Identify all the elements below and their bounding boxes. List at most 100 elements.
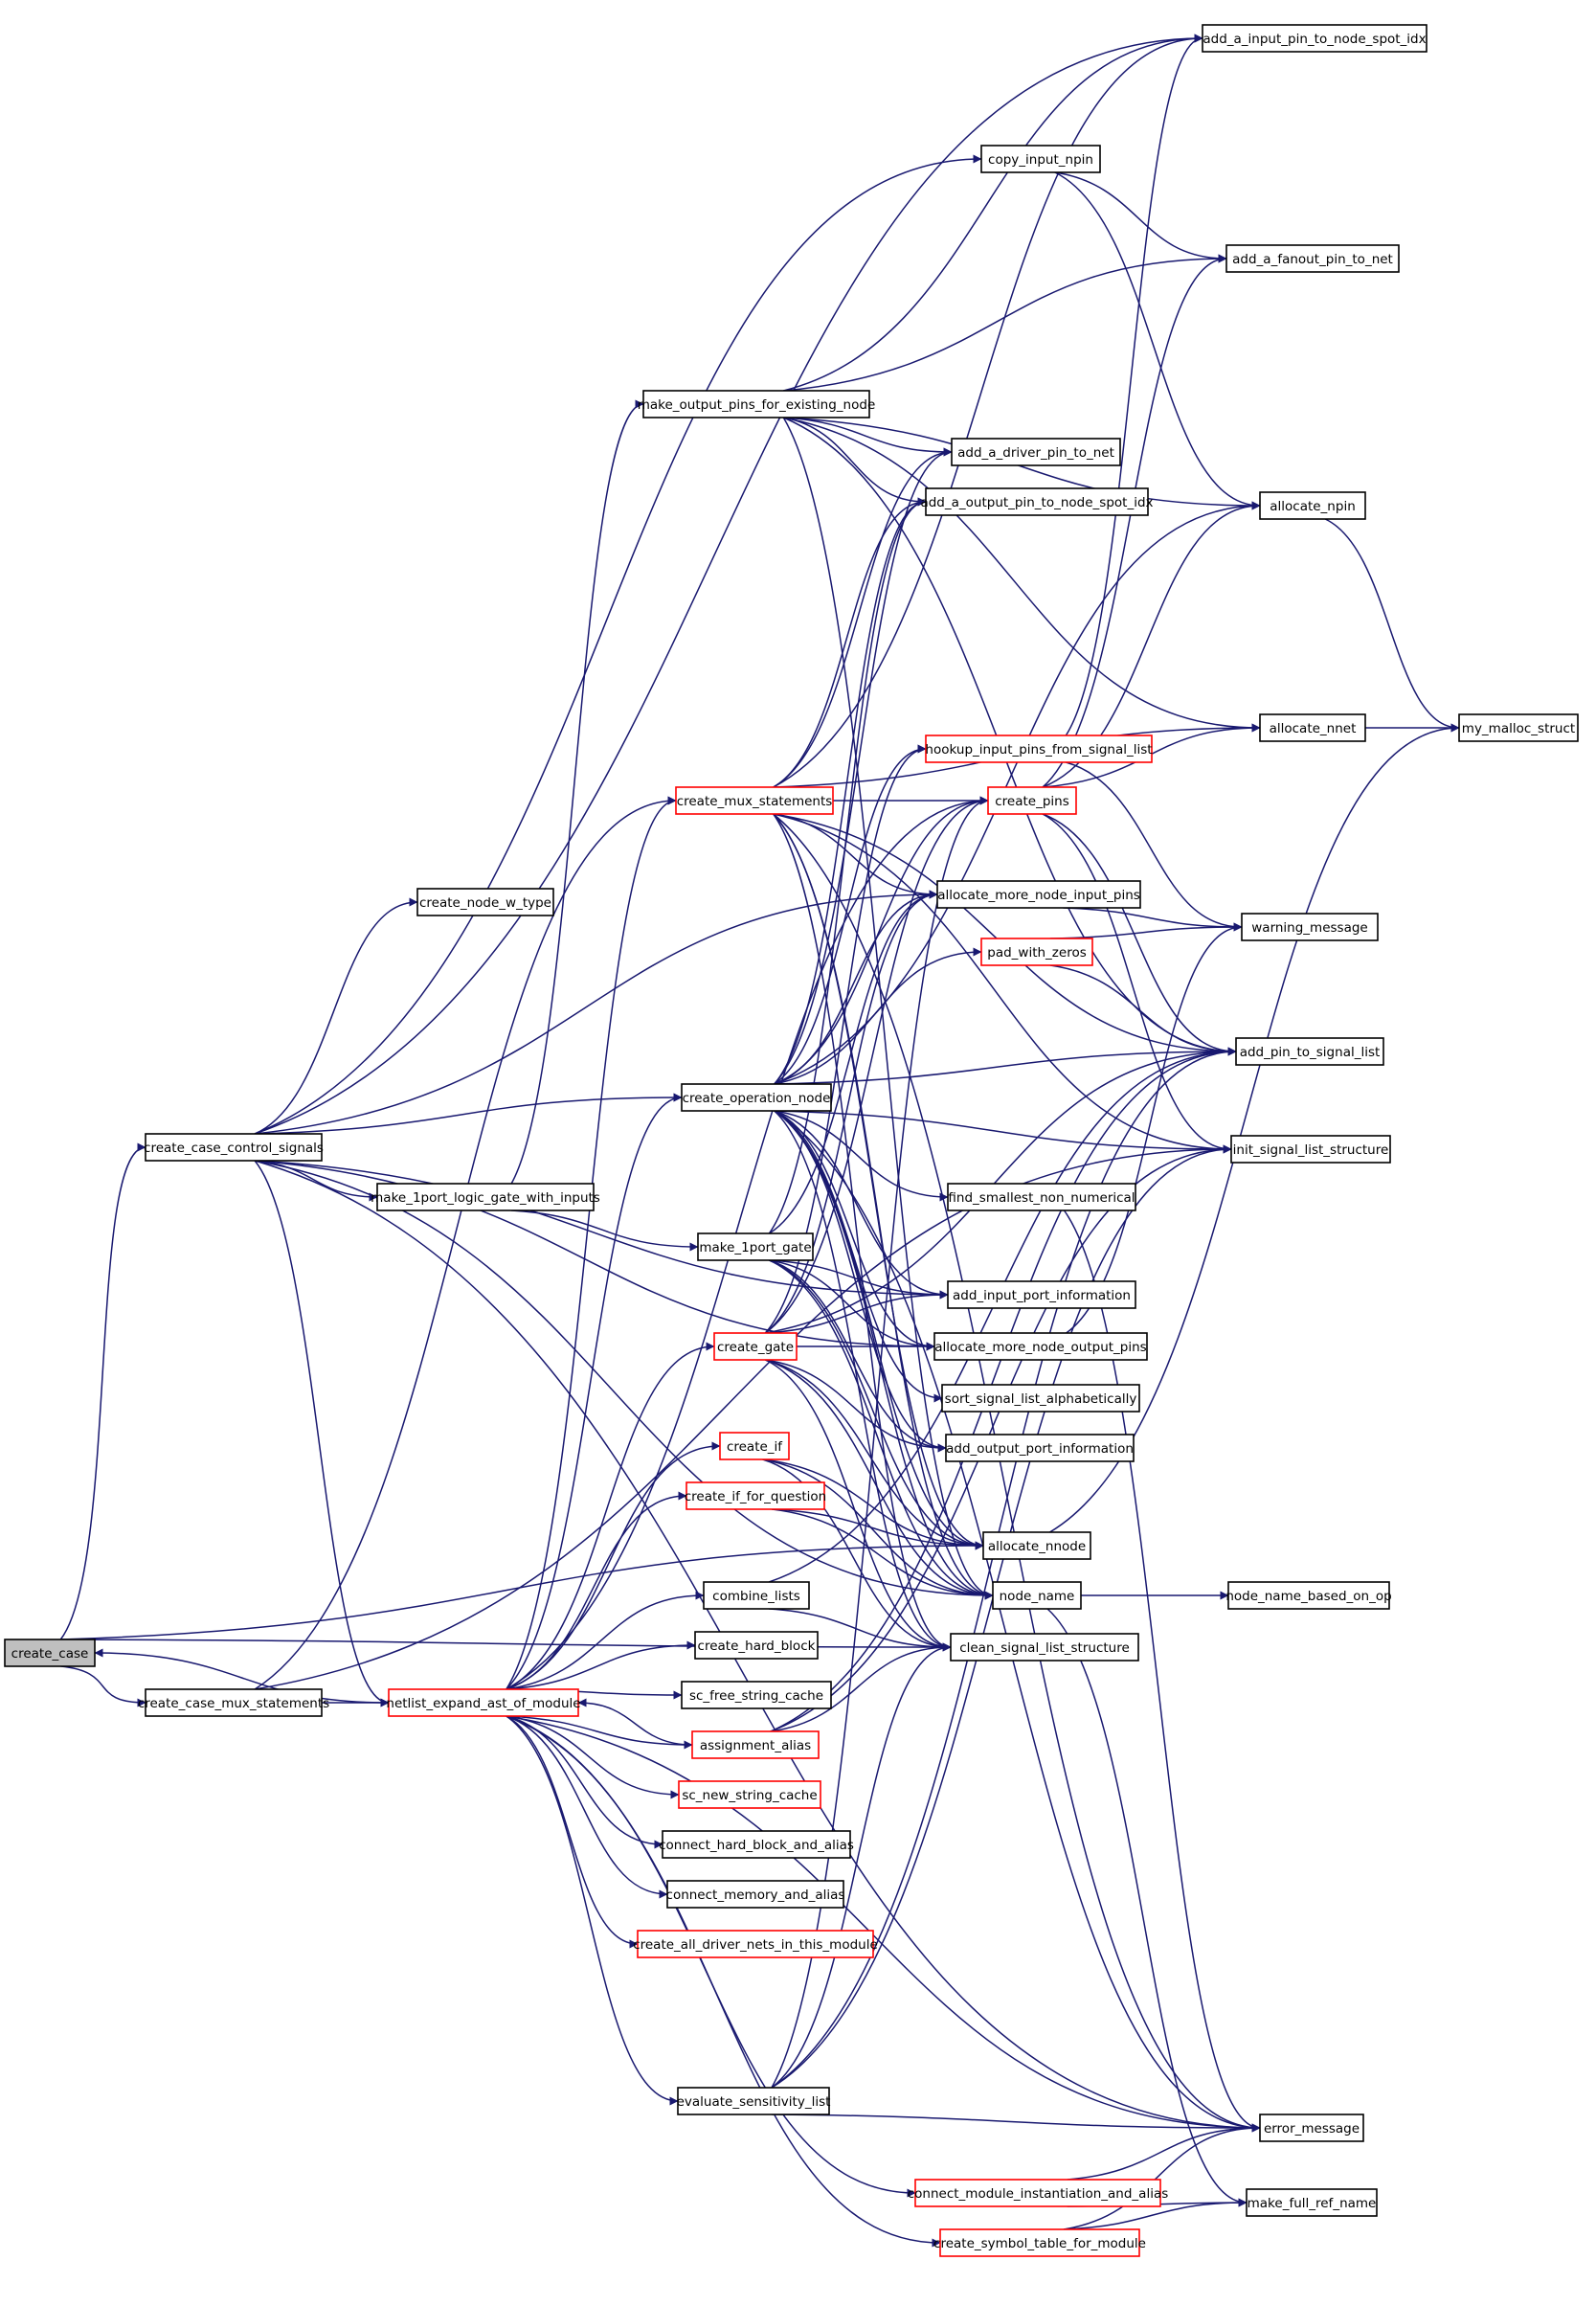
- node-connect-module-instantiation-and-alias[interactable]: connect_module_instantiation_and_alias: [908, 2179, 1169, 2207]
- edge-netlist-expand-ast-of-module-to-combine-lists: [506, 1591, 705, 1690]
- node-box: [416, 888, 554, 916]
- edge-create-case-control-signals-to-allocate-more-node-output-pins: [255, 1160, 935, 1351]
- edge-make-1port-gate-to-add-output-port-information: [769, 1259, 947, 1453]
- node-box: [376, 1183, 595, 1211]
- edge-create-if-to-allocate-nnode: [762, 1458, 984, 1550]
- node-box: [1259, 491, 1366, 520]
- node-create-case-control-signals[interactable]: create_case_control_signals: [144, 1133, 324, 1162]
- edge-make-1port-logic-gate-with-inputs-to-make-output-pins-for-existing-node: [510, 399, 644, 1185]
- edge-make-1port-gate-to-allocate-more-node-input-pins: [769, 890, 938, 1234]
- node-netlist-expand-ast-of-module[interactable]: netlist_expand_ast_of_module: [386, 1688, 581, 1717]
- node-make-output-pins-for-existing-node[interactable]: make_output_pins_for_existing_node: [638, 390, 876, 418]
- edge-netlist-expand-ast-of-module-to-error-message: [506, 1715, 1261, 2133]
- edge-make-output-pins-for-existing-node-to-add-a-input-pin-to-node-spot-idx: [783, 34, 1203, 392]
- node-allocate-nnet[interactable]: allocate_nnet: [1259, 713, 1366, 742]
- node-box: [662, 1830, 851, 1859]
- edge-create-gate-to-create-pins: [764, 796, 989, 1334]
- node-init-signal-list-structure[interactable]: init_signal_list_structure: [1230, 1135, 1391, 1164]
- edge-create-if-for-question-to-allocate-nnode: [772, 1508, 984, 1550]
- node-create-case[interactable]: create_case: [4, 1639, 96, 1667]
- node-create-case-mux-statements[interactable]: create_case_mux_statements: [138, 1688, 329, 1717]
- node-label: allocate_more_node_input_pins: [937, 888, 1140, 903]
- node-add-a-driver-pin-to-net[interactable]: add_a_driver_pin_to_net: [951, 438, 1121, 466]
- node-create-node-w-type[interactable]: create_node_w_type: [416, 888, 554, 916]
- node-combine-lists[interactable]: combine_lists: [703, 1581, 810, 1610]
- edge-netlist-expand-ast-of-module-to-create-gate: [506, 1342, 715, 1690]
- edge-allocate-npin-to-my-malloc-struct: [1324, 518, 1460, 733]
- edge-create-gate-to-clean-signal-list-structure: [765, 1359, 952, 1652]
- edge-create-operation-node-to-pad-with-zeros: [774, 947, 982, 1085]
- node-box: [703, 1581, 810, 1610]
- node-make-full-ref-name[interactable]: make_full_ref_name: [1246, 2188, 1378, 2217]
- edge-pad-with-zeros-to-warning-message: [1049, 922, 1243, 939]
- node-create-all-driver-nets-in-this-module[interactable]: create_all_driver_nets_in_this_module: [633, 1930, 878, 1958]
- node-add-input-port-information[interactable]: add_input_port_information: [947, 1280, 1136, 1309]
- node-label: sort_signal_list_alphabetically: [945, 1391, 1137, 1407]
- node-pad-with-zeros[interactable]: pad_with_zeros: [980, 938, 1093, 966]
- edge-create-operation-node-to-allocate-nnode: [774, 1110, 984, 1550]
- node-allocate-nnode[interactable]: allocate_nnode: [982, 1531, 1091, 1560]
- node-add-output-port-information[interactable]: add_output_port_information: [945, 1434, 1135, 1462]
- node-find-smallest-non-numerical[interactable]: find_smallest_non_numerical: [947, 1183, 1136, 1211]
- node-label: allocate_more_node_output_pins: [934, 1340, 1146, 1355]
- node-create-pins[interactable]: create_pins: [987, 786, 1077, 815]
- node-clean-signal-list-structure[interactable]: clean_signal_list_structure: [950, 1633, 1139, 1662]
- node-label: error_message: [1264, 2121, 1360, 2136]
- node-sc-new-string-cache[interactable]: sc_new_string_cache: [678, 1780, 821, 1809]
- node-allocate-npin[interactable]: allocate_npin: [1259, 491, 1366, 520]
- node-add-pin-to-signal-list[interactable]: add_pin_to_signal_list: [1235, 1037, 1384, 1066]
- node-label: add_pin_to_signal_list: [1240, 1045, 1381, 1060]
- edge-create-pins-to-init-signal-list-structure: [1042, 813, 1232, 1154]
- edge-create-case-mux-statements-to-init-signal-list-structure: [254, 1144, 1232, 1690]
- node-connect-memory-and-alias[interactable]: connect_memory_and_alias: [666, 1880, 845, 1909]
- node-copy-input-npin[interactable]: copy_input_npin: [980, 145, 1101, 173]
- edge-make-1port-logic-gate-with-inputs-to-make-1port-gate: [511, 1210, 699, 1252]
- node-assignment-alias[interactable]: assignment_alias: [691, 1730, 820, 1759]
- node-sc-free-string-cache[interactable]: sc_free_string_cache: [681, 1681, 832, 1709]
- node-add-a-fanout-pin-to-net[interactable]: add_a_fanout_pin_to_net: [1225, 244, 1400, 273]
- node-label: add_a_input_pin_to_node_spot_idx: [1203, 32, 1426, 47]
- node-label: pad_with_zeros: [987, 945, 1087, 961]
- node-node-name-based-on-op[interactable]: node_name_based_on_op: [1225, 1581, 1392, 1610]
- node-evaluate-sensitivity-list[interactable]: evaluate_sensitivity_list: [677, 2087, 831, 2115]
- node-create-gate[interactable]: create_gate: [713, 1332, 798, 1361]
- node-label: allocate_npin: [1270, 499, 1356, 514]
- node-label: connect_memory_and_alias: [666, 1888, 845, 1903]
- node-allocate-more-node-output-pins[interactable]: allocate_more_node_output_pins: [933, 1332, 1148, 1361]
- node-create-hard-block[interactable]: create_hard_block: [694, 1631, 819, 1660]
- edge-create-operation-node-to-add-input-port-information: [774, 1110, 949, 1300]
- edge-create-operation-node-to-init-signal-list-structure: [774, 1110, 1232, 1154]
- node-box: [933, 1332, 1148, 1361]
- node-box: [686, 1481, 825, 1510]
- node-label: create_symbol_table_for_module: [933, 2236, 1146, 2251]
- node-create-if[interactable]: create_if: [719, 1432, 790, 1460]
- edge-combine-lists-to-clean-signal-list-structure: [769, 1608, 952, 1652]
- node-make-1port-gate[interactable]: make_1port_gate: [697, 1232, 814, 1261]
- edge-netlist-expand-ast-of-module-to-create-symbol-table-for-module: [506, 1715, 941, 2248]
- edge-create-gate-to-add-pin-to-signal-list: [765, 1047, 1237, 1334]
- node-warning-message[interactable]: warning_message: [1241, 913, 1379, 941]
- node-create-if-for-question[interactable]: create_if_for_question: [685, 1481, 827, 1510]
- node-add-a-input-pin-to-node-spot-idx[interactable]: add_a_input_pin_to_node_spot_idx: [1202, 24, 1427, 53]
- node-label: copy_input_npin: [988, 152, 1093, 168]
- node-add-a-output-pin-to-node-spot-idx[interactable]: add_a_output_pin_to_node_spot_idx: [920, 487, 1154, 516]
- node-my-malloc-struct[interactable]: my_malloc_struct: [1458, 713, 1579, 742]
- node-sort-signal-list-alphabetically[interactable]: sort_signal_list_alphabetically: [941, 1384, 1140, 1413]
- node-error-message[interactable]: error_message: [1259, 2114, 1364, 2142]
- edge-create-operation-node-to-add-pin-to-signal-list: [774, 1047, 1237, 1085]
- node-create-operation-node[interactable]: create_operation_node: [681, 1083, 832, 1112]
- edge-netlist-expand-ast-of-module-to-sc-new-string-cache: [506, 1715, 680, 1799]
- node-box: [145, 1688, 323, 1717]
- edge-make-output-pins-for-existing-node-to-node-name: [782, 417, 994, 1600]
- node-connect-hard-block-and-alias[interactable]: connect_hard_block_and_alias: [659, 1830, 854, 1859]
- node-hookup-input-pins-from-signal-list[interactable]: hookup_input_pins_from_signal_list: [925, 735, 1153, 763]
- nodes-layer: create_casecreate_case_control_signalscr…: [4, 24, 1579, 2257]
- node-allocate-more-node-input-pins[interactable]: allocate_more_node_input_pins: [936, 880, 1141, 909]
- node-label: assignment_alias: [700, 1738, 811, 1753]
- node-create-symbol-table-for-module[interactable]: create_symbol_table_for_module: [933, 2228, 1146, 2257]
- edge-create-case-to-allocate-nnode: [60, 1541, 984, 1640]
- edge-create-gate-to-node-name: [765, 1359, 994, 1600]
- node-make-1port-logic-gate-with-inputs[interactable]: make_1port_logic_gate_with_inputs: [371, 1183, 600, 1211]
- node-create-mux-statements[interactable]: create_mux_statements: [675, 786, 834, 815]
- node-node-name[interactable]: node_name: [992, 1581, 1082, 1610]
